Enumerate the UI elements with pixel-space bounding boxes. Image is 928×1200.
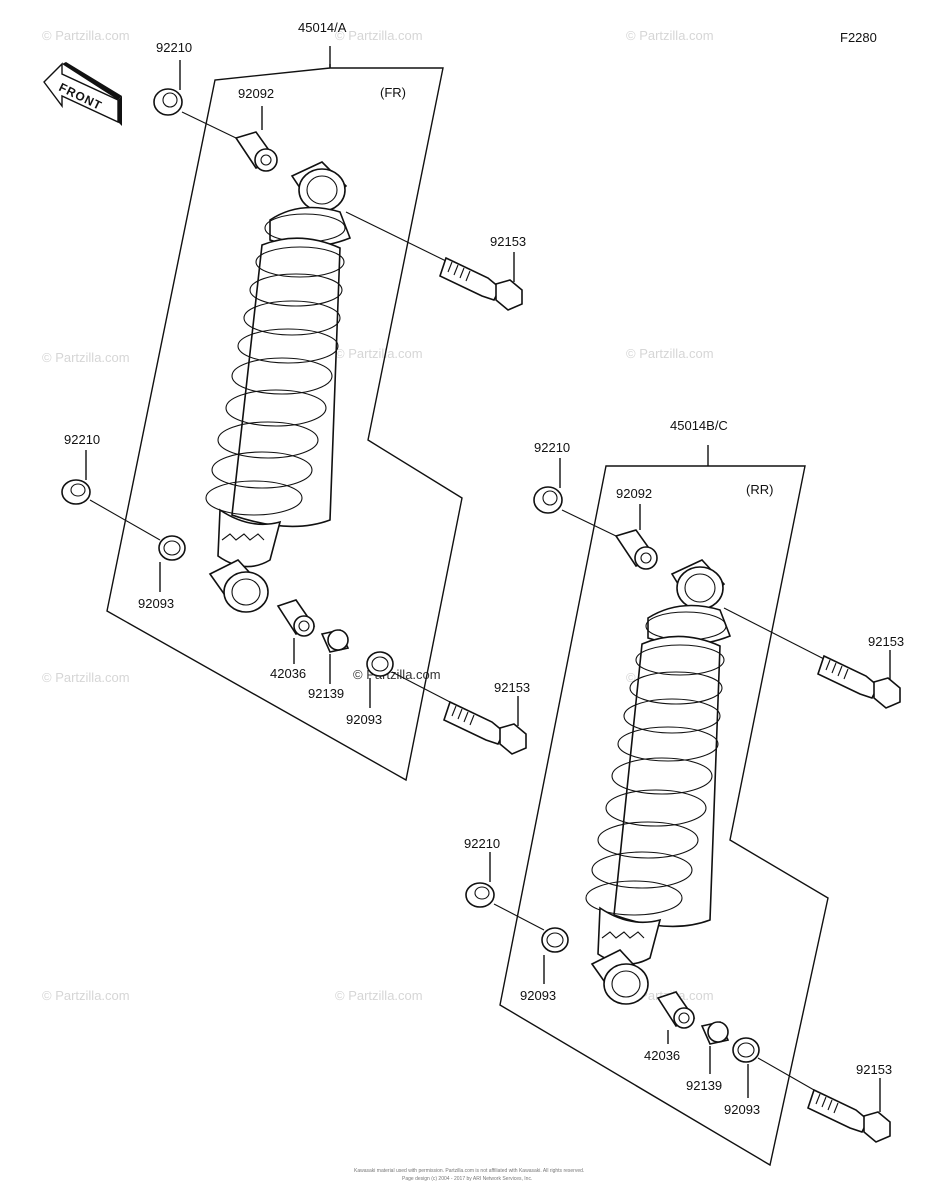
lower-seal-92093 bbox=[732, 1037, 760, 1063]
lower-seal-92093 bbox=[366, 651, 394, 677]
upper-collar-92092 bbox=[614, 529, 658, 570]
lower-bolt-92153 bbox=[757, 1057, 891, 1143]
watermark: © Partzilla.com bbox=[42, 350, 130, 365]
lower-nut-92210 bbox=[61, 479, 91, 505]
lower-seal-92093 bbox=[158, 535, 186, 561]
footer-line-1: Kawasaki material used with permission. … bbox=[354, 1168, 584, 1174]
lower-eye bbox=[590, 949, 649, 1005]
lower-seal-92093 bbox=[541, 927, 569, 953]
watermark: © Partzilla.com bbox=[335, 28, 423, 43]
lower-collar-42036 bbox=[656, 991, 696, 1029]
lower-eye bbox=[208, 559, 269, 613]
part-label: 92093 bbox=[724, 1102, 760, 1117]
part-label: 42036 bbox=[644, 1048, 680, 1063]
part-label: 92210 bbox=[464, 836, 500, 851]
front-assembly-label: 45014/A bbox=[298, 20, 347, 35]
part-label: 92210 bbox=[534, 440, 570, 455]
part-label: 42036 bbox=[270, 666, 306, 681]
part-label: 92092 bbox=[238, 86, 274, 101]
footer-line-2: Page design (c) 2004 - 2017 by ARI Netwo… bbox=[402, 1176, 532, 1182]
rear-spring bbox=[585, 604, 732, 965]
bushing-92139 bbox=[320, 629, 350, 653]
rear-assembly-frame bbox=[499, 445, 829, 1167]
part-label: 92153 bbox=[490, 234, 526, 249]
part-label: 92093 bbox=[346, 712, 382, 727]
front-position-label: (FR) bbox=[380, 85, 406, 100]
watermark: © Partzilla.com bbox=[42, 988, 130, 1003]
part-label: 92093 bbox=[520, 988, 556, 1003]
part-label: 92093 bbox=[138, 596, 174, 611]
part-label: 92092 bbox=[616, 486, 652, 501]
front-assembly-frame bbox=[106, 64, 463, 782]
watermark: © Partzilla.com bbox=[335, 988, 423, 1003]
rear-shock-assembly: 45014B/C (RR) 92210 92092 bbox=[464, 418, 904, 1167]
part-label: 92153 bbox=[856, 1062, 892, 1077]
watermark: © Partzilla.com bbox=[42, 28, 130, 43]
part-label: 92139 bbox=[686, 1078, 722, 1093]
watermark: © Partzilla.com bbox=[626, 346, 714, 361]
part-label: 92153 bbox=[494, 680, 530, 695]
part-label: 92210 bbox=[64, 432, 100, 447]
watermarks: © Partzilla.com © Partzilla.com © Partzi… bbox=[42, 28, 714, 1003]
front-shock-assembly: 45014/A (FR) 92210 92092 bbox=[61, 20, 530, 782]
part-label: 92210 bbox=[156, 40, 192, 55]
part-label: 92139 bbox=[308, 686, 344, 701]
figure-code: F2280 bbox=[840, 30, 877, 45]
rear-assembly-label: 45014B/C bbox=[670, 418, 728, 433]
rear-position-label: (RR) bbox=[746, 482, 773, 497]
upper-eye bbox=[670, 559, 726, 612]
part-label: 92153 bbox=[868, 634, 904, 649]
lower-nut-92210 bbox=[465, 882, 495, 908]
lower-bolt-92153 bbox=[391, 671, 527, 755]
upper-nut-92210 bbox=[153, 88, 183, 116]
upper-collar-92092 bbox=[234, 131, 278, 172]
watermark: © Partzilla.com bbox=[42, 670, 130, 685]
front-spring bbox=[205, 206, 352, 568]
watermark: © Partzilla.com bbox=[626, 28, 714, 43]
front-arrow-icon: FRONT bbox=[43, 62, 122, 126]
upper-bolt-92153 bbox=[345, 211, 523, 311]
watermark: © Partzilla.com bbox=[335, 346, 423, 361]
upper-eye bbox=[290, 161, 348, 214]
upper-nut-92210 bbox=[533, 486, 563, 514]
lower-collar-42036 bbox=[276, 599, 316, 637]
bushing-92139 bbox=[700, 1021, 730, 1045]
upper-bolt-92153 bbox=[723, 607, 901, 709]
